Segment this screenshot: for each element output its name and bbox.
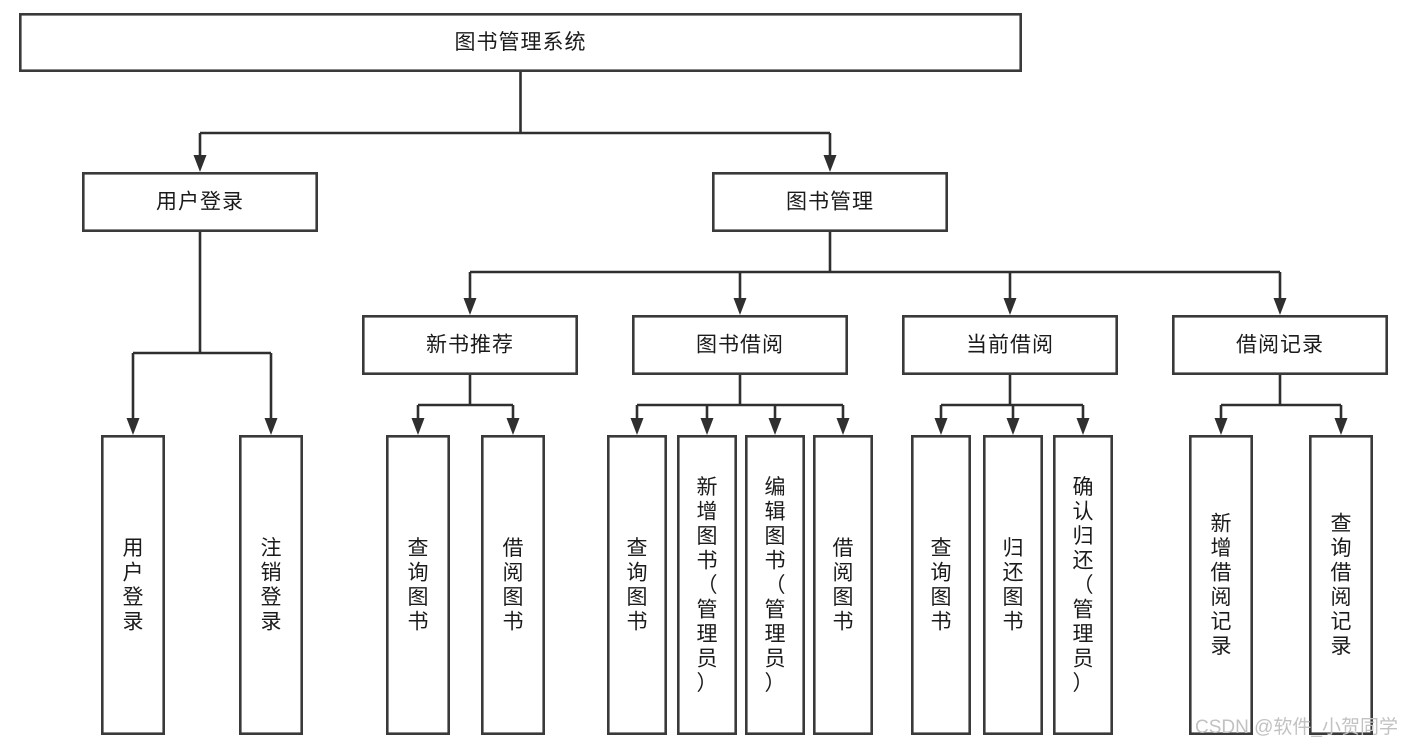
node-new-book-recommend-label: 新书推荐 <box>426 334 514 357</box>
node-leaf-return-book-label: 归还图书 <box>1003 537 1024 634</box>
node-leaf-query-book-3[interactable]: 查询图书 <box>910 434 971 735</box>
node-new-book-recommend-rect[interactable] <box>361 314 578 375</box>
node-leaf-confirm-return[interactable]: 确认归还（管理员） <box>1053 434 1114 735</box>
connector-arrowhead-icon <box>630 418 644 435</box>
node-leaf-user-login[interactable]: 用户登录 <box>101 434 166 735</box>
node-leaf-add-record-rect[interactable] <box>1189 434 1254 735</box>
node-leaf-confirm-return-label: 确认归还（管理员） <box>1073 476 1094 695</box>
node-book-borrow-rect[interactable] <box>631 314 848 375</box>
connector-arrowhead-icon <box>934 418 948 435</box>
node-leaf-user-logout[interactable]: 注销登录 <box>239 434 304 735</box>
connector-arrowhead-icon <box>1273 298 1287 315</box>
node-book-manage[interactable]: 图书管理 <box>711 172 948 233</box>
node-leaf-query-book-2[interactable]: 查询图书 <box>606 434 667 735</box>
node-leaf-borrow-book-1-label: 借阅图书 <box>503 537 524 634</box>
node-leaf-query-book-3-label: 查询图书 <box>931 537 952 634</box>
connector-arrowhead-icon <box>1334 418 1348 435</box>
node-leaf-add-record-label: 新增借阅记录 <box>1211 513 1232 659</box>
node-book-borrow[interactable]: 图书借阅 <box>631 314 848 375</box>
node-leaf-edit-book[interactable]: 编辑图书（管理员） <box>744 434 805 735</box>
node-leaf-add-book[interactable]: 新增图书（管理员） <box>676 434 737 735</box>
csdn-watermark: CSDN @软件_小贺同学 <box>1195 716 1398 738</box>
node-leaf-query-book-2-label: 查询图书 <box>627 537 648 634</box>
node-leaf-edit-book-rect[interactable] <box>744 434 805 735</box>
connector-arrowhead-icon <box>411 418 425 435</box>
node-new-book-recommend[interactable]: 新书推荐 <box>361 314 578 375</box>
connector-arrowhead-icon <box>463 298 477 315</box>
node-leaf-query-book-1-label: 查询图书 <box>408 537 429 634</box>
node-leaf-add-book-rect[interactable] <box>676 434 737 735</box>
connector-arrowhead-icon <box>1214 418 1228 435</box>
connector-arrowhead-icon <box>1003 298 1017 315</box>
root-node[interactable]: 图书管理系统 <box>18 13 1023 73</box>
node-leaf-borrow-book-2[interactable]: 借阅图书 <box>812 434 873 735</box>
connector-arrowhead-icon <box>768 418 782 435</box>
connector-arrowhead-icon <box>1076 418 1090 435</box>
node-borrow-record-rect[interactable] <box>1172 314 1389 375</box>
node-book-borrow-label: 图书借阅 <box>696 334 784 357</box>
node-leaf-borrow-book-1[interactable]: 借阅图书 <box>480 434 545 735</box>
node-leaf-query-record[interactable]: 查询借阅记录 <box>1309 434 1374 735</box>
node-leaf-user-logout-label: 注销登录 <box>261 537 282 634</box>
node-leaf-add-record[interactable]: 新增借阅记录 <box>1189 434 1254 735</box>
connector-arrowhead-icon <box>836 418 850 435</box>
node-user-login-rect[interactable] <box>82 172 318 233</box>
node-leaf-borrow-book-2-rect[interactable] <box>812 434 873 735</box>
node-leaf-query-book-1[interactable]: 查询图书 <box>385 434 450 735</box>
connector-arrowhead-icon <box>126 418 140 435</box>
connector-arrowhead-icon <box>506 418 520 435</box>
node-book-manage-rect[interactable] <box>711 172 948 233</box>
connector-arrowhead-icon <box>700 418 714 435</box>
node-leaf-confirm-return-rect[interactable] <box>1053 434 1114 735</box>
node-book-manage-label: 图书管理 <box>786 191 874 214</box>
connector-arrowhead-icon <box>1006 418 1020 435</box>
node-leaf-query-record-label: 查询借阅记录 <box>1331 513 1352 659</box>
node-leaf-edit-book-label: 编辑图书（管理员） <box>765 476 786 695</box>
node-leaf-return-book[interactable]: 归还图书 <box>982 434 1043 735</box>
node-current-borrow-label: 当前借阅 <box>966 334 1054 357</box>
node-leaf-query-book-3-rect[interactable] <box>910 434 971 735</box>
connector-arrowhead-icon <box>264 418 278 435</box>
connector-arrowhead-icon <box>193 155 207 172</box>
root-node-rect[interactable] <box>18 13 1023 73</box>
node-leaf-borrow-book-2-label: 借阅图书 <box>833 537 854 634</box>
connector-arrowhead-icon <box>823 155 837 172</box>
node-leaf-query-book-1-rect[interactable] <box>385 434 450 735</box>
node-leaf-user-logout-rect[interactable] <box>239 434 304 735</box>
node-leaf-query-record-rect[interactable] <box>1309 434 1374 735</box>
node-current-borrow[interactable]: 当前借阅 <box>901 314 1118 375</box>
node-leaf-query-book-2-rect[interactable] <box>606 434 667 735</box>
node-user-login[interactable]: 用户登录 <box>82 172 318 233</box>
node-borrow-record[interactable]: 借阅记录 <box>1172 314 1389 375</box>
node-leaf-user-login-rect[interactable] <box>101 434 166 735</box>
node-borrow-record-label: 借阅记录 <box>1236 334 1324 357</box>
node-user-login-label: 用户登录 <box>156 191 244 214</box>
node-leaf-borrow-book-1-rect[interactable] <box>480 434 545 735</box>
node-leaf-return-book-rect[interactable] <box>982 434 1043 735</box>
node-leaf-add-book-label: 新增图书（管理员） <box>697 476 718 695</box>
connector-arrowhead-icon <box>733 298 747 315</box>
node-leaf-user-login-label: 用户登录 <box>123 537 144 634</box>
node-current-borrow-rect[interactable] <box>901 314 1118 375</box>
root-node-label: 图书管理系统 <box>455 31 587 54</box>
